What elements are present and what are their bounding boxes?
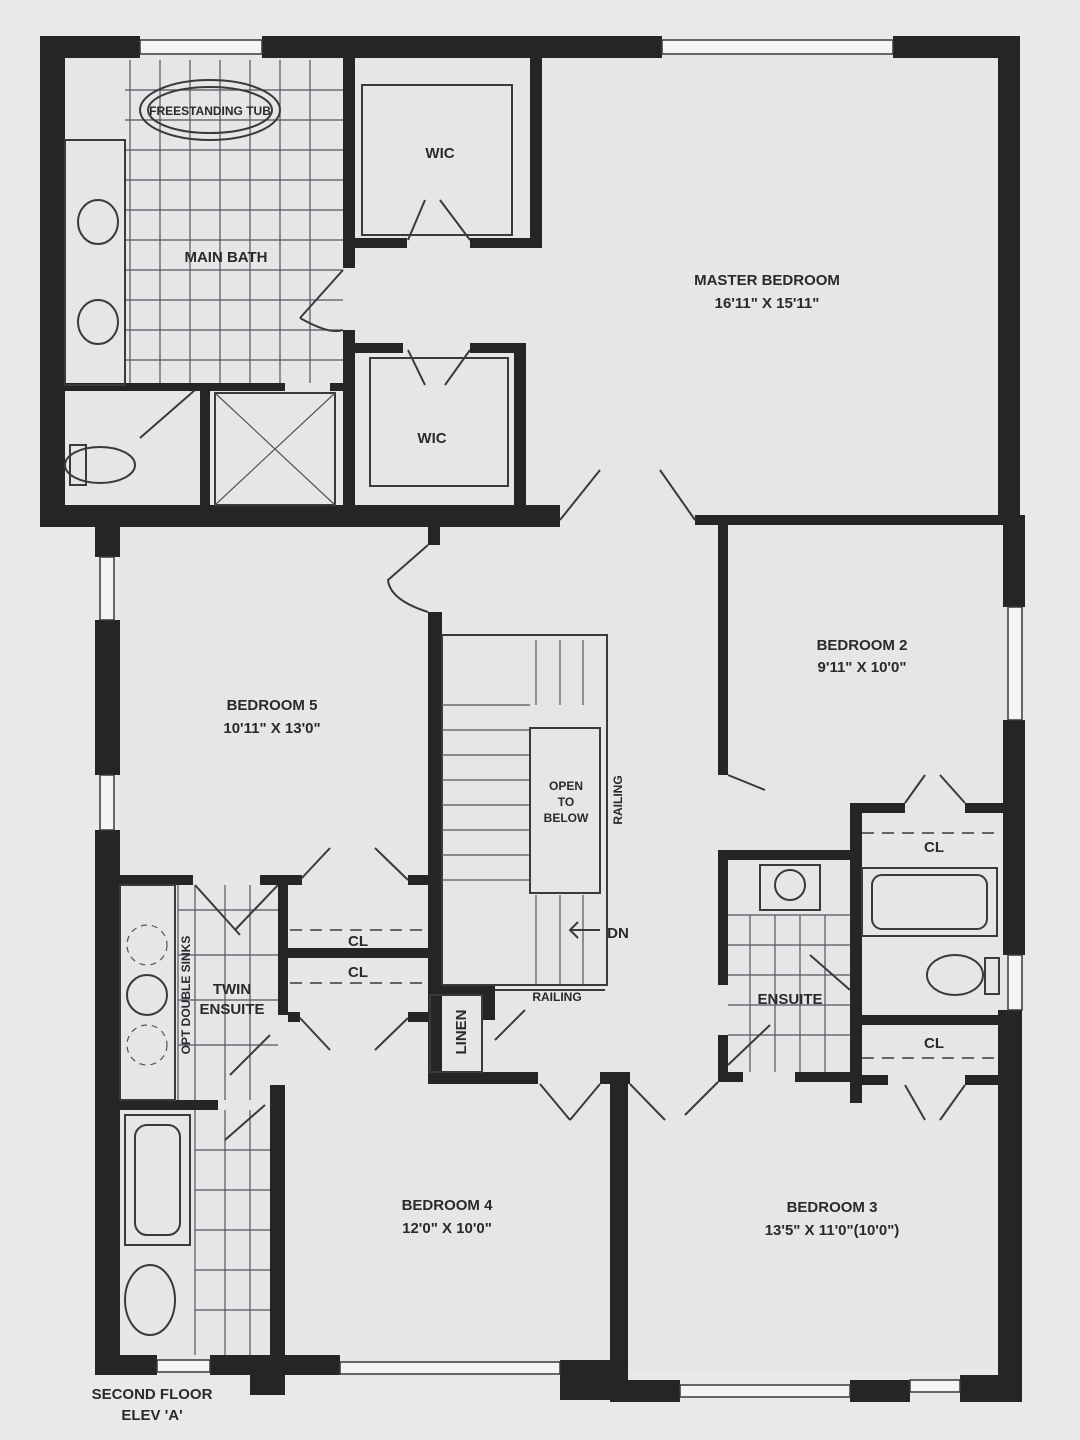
closet-label: CL: [924, 1035, 944, 1052]
main-bath-label: MAIN BATH: [184, 249, 267, 266]
twin-ensuite-label: ENSUITE: [199, 1001, 264, 1018]
bedroom2-label: BEDROOM 2: [817, 637, 908, 654]
opt-double-sinks-label: OPT DOUBLE SINKS: [179, 936, 193, 1055]
exterior-walls: [40, 36, 1025, 1402]
elevation-label: ELEV 'A': [121, 1407, 182, 1424]
fixtures: [64, 60, 1000, 1355]
windows: [99, 39, 1023, 1398]
open-to-below-label: OPEN: [549, 779, 583, 793]
linen-closet: [429, 994, 483, 1073]
bedroom5-size: 10'11" X 13'0": [223, 720, 320, 737]
labels: FREESTANDING TUB MAIN BATH WIC WIC MASTE…: [92, 104, 944, 1424]
closet-label: CL: [348, 964, 368, 981]
down-label: DN: [607, 925, 629, 942]
bedroom3-label: BEDROOM 3: [787, 1199, 878, 1216]
closet-label: CL: [348, 933, 368, 950]
interior-walls: [60, 58, 1005, 1382]
down-arrow-icon: [568, 921, 600, 939]
bedroom3-size: 13'5" X 11'0"(10'0"): [765, 1222, 900, 1239]
closet-label: CL: [924, 839, 944, 856]
bedroom5-label: BEDROOM 5: [227, 697, 318, 714]
twin-ensuite-label: TWIN: [213, 981, 251, 998]
doors: [139, 199, 966, 1141]
linen-label: LINEN: [453, 1010, 470, 1055]
open-to-below-label: BELOW: [544, 811, 589, 825]
freestanding-tub: [139, 79, 281, 141]
floor-title: SECOND FLOOR: [92, 1386, 213, 1403]
wic-label: WIC: [425, 145, 454, 162]
railing-label: RAILING: [532, 990, 581, 1004]
railing-label: RAILING: [611, 775, 625, 824]
open-to-below-label: TO: [558, 795, 574, 809]
ensuite-label: ENSUITE: [757, 991, 822, 1008]
bedroom4-label: BEDROOM 4: [402, 1197, 494, 1214]
master-bedroom-label: MASTER BEDROOM: [694, 272, 840, 289]
wic-label: WIC: [417, 430, 446, 447]
bedroom2-size: 9'11" X 10'0": [818, 659, 907, 676]
master-bedroom-size: 16'11" X 15'11": [715, 295, 820, 312]
bedroom4-size: 12'0" X 10'0": [402, 1220, 492, 1237]
tub-label: FREESTANDING TUB: [149, 104, 271, 118]
